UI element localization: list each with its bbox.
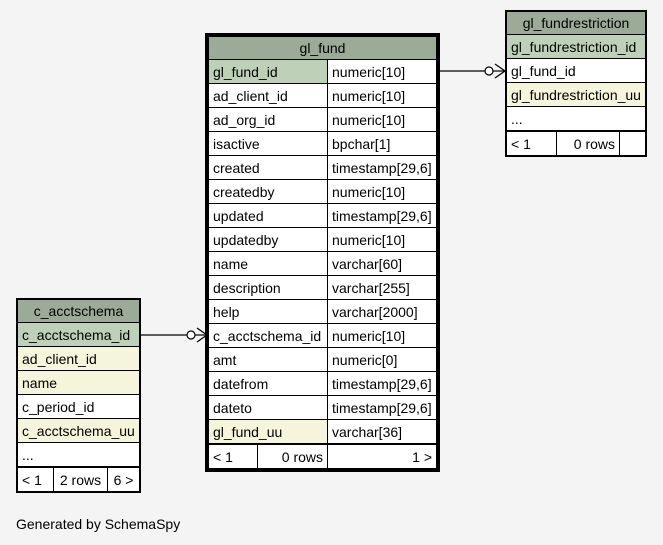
row-count: 0 rows bbox=[257, 444, 328, 469]
column-name: updated bbox=[208, 203, 328, 228]
column-name: ad_org_id bbox=[208, 107, 328, 132]
children-count: 1 > bbox=[327, 444, 437, 469]
column-type: numeric[10] bbox=[327, 227, 437, 252]
column-name: c_acctschema_id bbox=[208, 323, 328, 348]
column-name: datefrom bbox=[208, 371, 328, 396]
column-name: c_period_id bbox=[17, 394, 140, 419]
parents-count: < 1 bbox=[506, 131, 557, 156]
generated-by-credit: Generated by SchemaSpy bbox=[16, 516, 181, 532]
column-row[interactable]: gl_fund_id bbox=[506, 58, 646, 83]
column-name: gl_fund_id bbox=[208, 59, 328, 84]
column-row[interactable]: c_acctschema_uu bbox=[17, 418, 140, 443]
column-name: gl_fund_uu bbox=[208, 419, 328, 444]
column-name: amt bbox=[208, 347, 328, 372]
table-title: gl_fundrestriction bbox=[506, 11, 646, 35]
column-type: numeric[10] bbox=[327, 83, 437, 108]
column-type: varchar[2000] bbox=[327, 299, 437, 324]
column-type: numeric[10] bbox=[327, 107, 437, 132]
column-type: bpchar[1] bbox=[327, 131, 437, 156]
column-row[interactable]: gl_fundrestriction_id bbox=[506, 34, 646, 59]
table-title: c_acctschema bbox=[17, 299, 140, 323]
column-name: created bbox=[208, 155, 328, 180]
column-name: ... bbox=[17, 442, 140, 467]
link-fund-to-acctschema bbox=[141, 327, 208, 343]
children-count: 6 > bbox=[107, 467, 140, 492]
column-row[interactable]: ... bbox=[506, 106, 646, 131]
column-name: gl_fundrestriction_uu bbox=[506, 82, 646, 107]
column-name: ad_client_id bbox=[17, 346, 140, 371]
column-type: numeric[10] bbox=[327, 323, 437, 348]
column-row[interactable]: name bbox=[17, 370, 140, 395]
column-name: c_acctschema_uu bbox=[17, 418, 140, 443]
column-type: numeric[0] bbox=[327, 347, 437, 372]
children-count bbox=[619, 131, 646, 156]
column-name: description bbox=[208, 275, 328, 300]
row-count: 2 rows bbox=[53, 467, 108, 492]
column-row[interactable]: c_period_id bbox=[17, 394, 140, 419]
column-name: name bbox=[17, 370, 140, 395]
column-name: name bbox=[208, 251, 328, 276]
column-type: timestamp[29,6] bbox=[327, 203, 437, 228]
table-gl_fundrestriction[interactable]: gl_fundrestriction gl_fundrestriction_id… bbox=[505, 10, 647, 157]
row-count: 0 rows bbox=[556, 131, 620, 156]
column-row[interactable]: c_acctschema_id bbox=[17, 322, 140, 347]
column-name: gl_fundrestriction_id bbox=[506, 34, 646, 59]
column-row[interactable]: gl_fundrestriction_uu bbox=[506, 82, 646, 107]
column-name: updatedby bbox=[208, 227, 328, 252]
column-name: gl_fund_id bbox=[506, 58, 646, 83]
column-name: help bbox=[208, 299, 328, 324]
table-title: gl_fund bbox=[208, 36, 437, 60]
column-name: createdby bbox=[208, 179, 328, 204]
column-name: dateto bbox=[208, 395, 328, 420]
column-row[interactable]: ad_client_id bbox=[17, 346, 140, 371]
column-type: varchar[255] bbox=[327, 275, 437, 300]
link-fundrestriction-to-fund bbox=[439, 63, 506, 79]
column-name: c_acctschema_id bbox=[17, 322, 140, 347]
column-type: numeric[10] bbox=[327, 179, 437, 204]
column-type: varchar[60] bbox=[327, 251, 437, 276]
column-name: ... bbox=[506, 106, 646, 131]
column-type: varchar[36] bbox=[327, 419, 437, 444]
column-name: ad_client_id bbox=[208, 83, 328, 108]
column-type: timestamp[29,6] bbox=[327, 155, 437, 180]
column-type: timestamp[29,6] bbox=[327, 395, 437, 420]
column-row[interactable]: ... bbox=[17, 442, 140, 467]
column-type: numeric[10] bbox=[327, 59, 437, 84]
parents-count: < 1 bbox=[208, 444, 258, 469]
parents-count: < 1 bbox=[17, 467, 54, 492]
column-name: isactive bbox=[208, 131, 328, 156]
column-type: timestamp[29,6] bbox=[327, 371, 437, 396]
